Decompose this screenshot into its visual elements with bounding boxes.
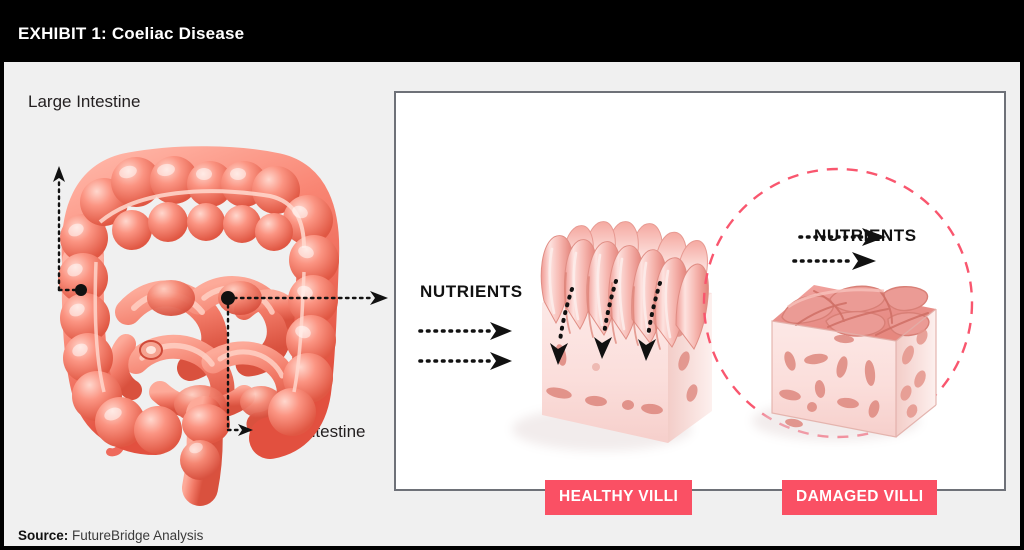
absorption-arrows	[550, 279, 662, 365]
leader-small-intestine	[226, 296, 253, 436]
damaged-villi-tissue-block	[752, 285, 937, 441]
anchor-dot-small-intestine	[221, 291, 235, 305]
intestines-illustration	[53, 146, 388, 506]
large-intestine-colon	[58, 146, 340, 459]
leader-to-panel	[221, 291, 388, 305]
leader-large-intestine	[53, 166, 87, 296]
source-label: Source:	[18, 528, 69, 543]
anatomy-illustration-area: Large Intestine Small Intestine	[8, 62, 390, 506]
page-title: EXHIBIT 1: Coeliac Disease	[18, 24, 245, 43]
source-line: Source: FutureBridge Analysis	[18, 528, 203, 543]
label-large-intestine: Large Intestine	[28, 92, 141, 111]
anchor-dot-large-intestine	[75, 284, 87, 296]
source-value: FutureBridge Analysis	[68, 528, 204, 543]
healthy-villi-tissue-block	[512, 221, 712, 451]
villi-diagrams	[418, 167, 974, 451]
villi-comparison-panel: NUTRIENTS NUTRIENTS HEALTHY VILLI DAMAGE…	[394, 91, 1006, 515]
nutrient-arrows-healthy	[418, 322, 512, 370]
rectum-shape	[180, 396, 230, 506]
exhibit-title-bar: EXHIBIT 1: Coeliac Disease	[4, 4, 1020, 62]
nutrients-label-healthy: NUTRIENTS	[420, 282, 523, 301]
exhibit-canvas: Large Intestine Small Intestine	[8, 62, 1020, 515]
nutrient-arrows-damaged	[792, 228, 886, 270]
badge-damaged-villi: DAMAGED VILLI	[782, 480, 938, 515]
badge-healthy-villi: HEALTHY VILLI	[545, 480, 693, 515]
nutrients-label-damaged: NUTRIENTS	[814, 226, 917, 245]
